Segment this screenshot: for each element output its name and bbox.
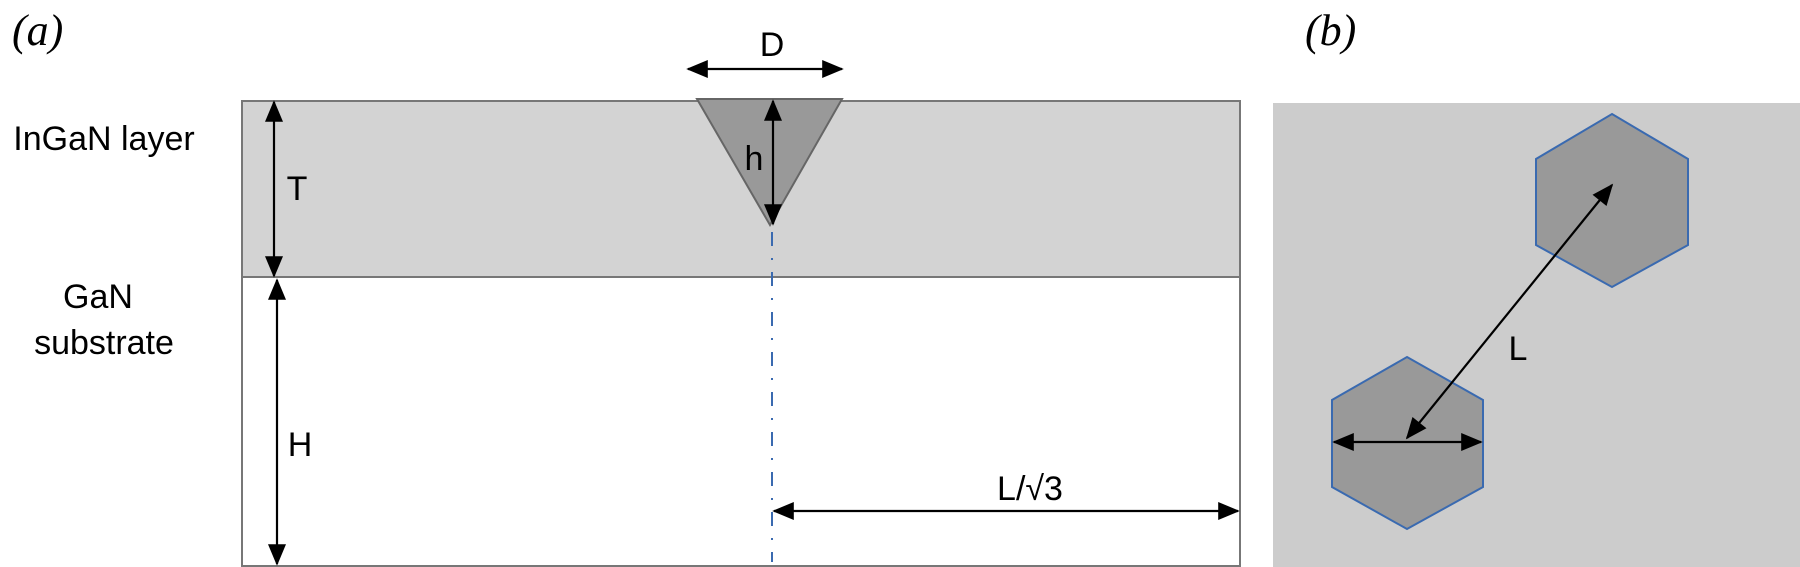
- substrate-label-line1: GaN: [63, 278, 133, 316]
- dim-t-label: T: [287, 170, 308, 208]
- dim-l-arrow: [1405, 183, 1614, 440]
- panel-a-label: (a): [12, 6, 63, 55]
- substrate-label-line2: substrate: [34, 324, 174, 362]
- panel-b-label: (b): [1305, 6, 1356, 55]
- panel-b: (b) L: [1273, 6, 1800, 567]
- dim-hsub-label: H: [288, 426, 313, 464]
- dim-lsqrt3-label: L/√3: [997, 470, 1063, 508]
- dim-h-label: h: [745, 140, 764, 178]
- gan-substrate: [241, 276, 1241, 567]
- ingan-layer-label: InGaN layer: [13, 120, 194, 158]
- panel-a: (a) InGaN layer GaN substrate D h T H L/…: [12, 6, 1241, 567]
- dim-d-label: D: [760, 26, 785, 64]
- dim-l-label: L: [1509, 330, 1528, 368]
